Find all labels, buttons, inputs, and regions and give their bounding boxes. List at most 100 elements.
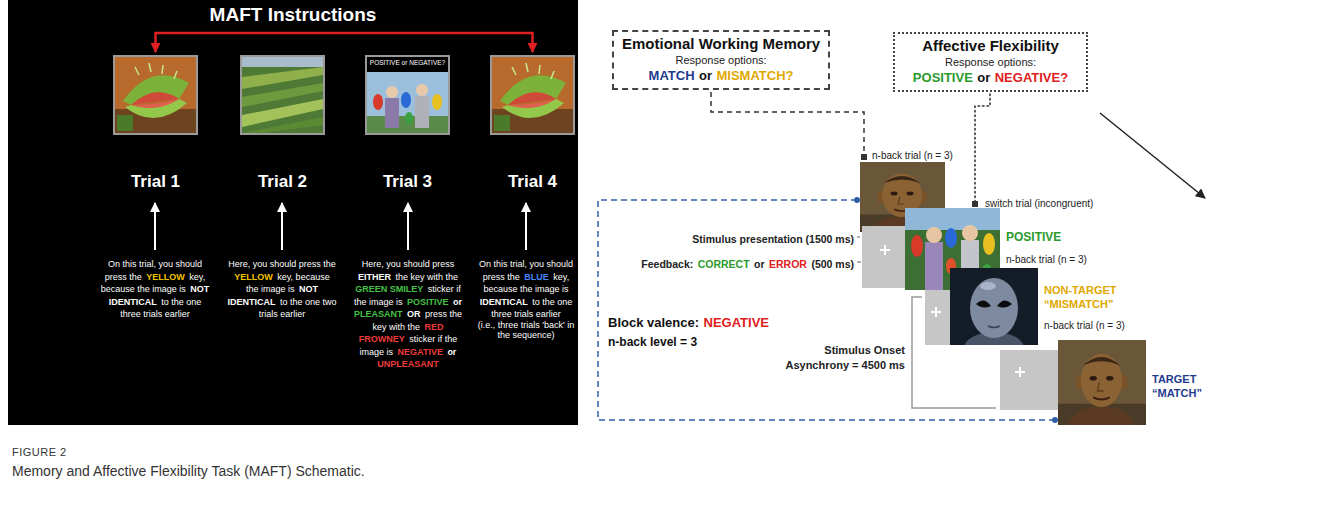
annotation: “MISMATCH”	[1044, 296, 1113, 311]
task-box: Emotional Working MemoryResponse options…	[612, 30, 830, 90]
instruction-phrase: YELLOW	[146, 272, 185, 282]
figure-caption: Memory and Affective Flexibility Task (M…	[12, 463, 365, 479]
annotation-text: NON-TARGET	[1044, 284, 1117, 296]
annotation: Stimulus presentation (1500 ms)	[692, 231, 854, 246]
pointer-arrows	[155, 203, 526, 250]
response-connector: or	[977, 70, 990, 85]
annotation-text: NEGATIVE	[704, 315, 770, 330]
fixation-cross	[1015, 367, 1025, 377]
annotation: “MATCH”	[1152, 385, 1202, 400]
stimulus-image	[115, 57, 196, 133]
instruction-text: Here, you should press EITHER the key wi…	[352, 257, 464, 370]
annotation: Asynchrony = 4500 ms	[785, 357, 905, 372]
response-connector: or	[699, 68, 712, 83]
annotation: Block valence: NEGATIVE	[608, 315, 769, 329]
trial-heading: Trial 2	[222, 172, 343, 192]
instruction-phrase: the key with the	[395, 272, 458, 282]
stimulus-image	[950, 268, 1038, 364]
annotation: NON-TARGET	[1044, 282, 1117, 297]
annotation-text: Stimulus Onset	[824, 344, 905, 356]
task-box: Affective FlexibilityResponse options:PO…	[893, 32, 1088, 92]
instruction-phrase: Here, you should press	[362, 259, 455, 269]
annotation: FIGURE 2	[12, 444, 67, 459]
instruction-text: Here, you should press the YELLOW key, b…	[227, 257, 337, 320]
response-option: MATCH	[649, 68, 695, 83]
instruction-phrase: GREEN SMILEY	[355, 284, 423, 294]
leader-line	[975, 94, 990, 201]
annotation: n-back trial (n = 3)	[1006, 251, 1087, 266]
sequence-bracket	[156, 33, 533, 52]
instruction-phrase: EITHER	[358, 272, 391, 282]
box-subheading: Response options:	[903, 55, 1078, 69]
annotation: n-back trial (n = 3)	[1044, 317, 1125, 332]
response-option: POSITIVE	[913, 70, 973, 85]
annotation: switch trial (incongruent)	[985, 195, 1093, 210]
instruction-text: On this trial, you should press the BLUE…	[476, 257, 576, 341]
loop-dot	[1052, 417, 1058, 423]
prompt-text: POSITIVE or NEGATIVE?	[367, 59, 448, 67]
annotation-text: POSITIVE	[1006, 230, 1061, 244]
annotation-text: Stimulus presentation (1500 ms)	[692, 233, 854, 245]
annotation: POSITIVE	[1006, 229, 1061, 244]
annotation-text: Asynchrony = 4500 ms	[785, 359, 905, 371]
instruction-panel: MAFT InstructionsTrial 1 Trial 2 POSITIVE …	[8, 0, 578, 425]
annotation: Stimulus Onset	[824, 342, 905, 357]
trial-frame: Trial 4	[490, 55, 575, 135]
nback-loop	[598, 200, 1055, 420]
annotation-text: n-back level = 3	[608, 335, 697, 349]
fixation-cross	[931, 307, 941, 317]
trial-frame: Trial 2	[240, 55, 325, 135]
annotation-text: FIGURE 2	[12, 446, 67, 458]
box-heading: Affective Flexibility	[903, 37, 1078, 55]
annotation: Feedback: CORRECT or ERROR (500 ms)	[641, 256, 854, 271]
response-line: POSITIVE or NEGATIVE?	[903, 69, 1078, 86]
trial-frame: POSITIVE or NEGATIVE?Trial 3	[365, 55, 450, 135]
leader-end	[972, 201, 978, 207]
instruction-phrase: IDENTICAL	[480, 297, 528, 307]
trial-heading: Trial 4	[472, 172, 593, 192]
annotation-text: n-back trial (n = 3)	[1044, 320, 1125, 331]
response-option: NEGATIVE?	[995, 70, 1068, 85]
caption-block: Memory and Affective Flexibility Task (M…	[12, 462, 365, 480]
instruction-phrase: Here, you should press the	[228, 259, 336, 269]
annotation-text: n-back trial (n = 3)	[872, 150, 953, 161]
stimulus-image	[367, 72, 448, 133]
annotation: TARGET	[1152, 371, 1196, 386]
fixation-cross	[880, 245, 890, 255]
instruction-phrase: UNPLEASANT	[377, 359, 439, 369]
annotation: n-back level = 3	[608, 334, 697, 349]
time-arrow	[1100, 113, 1205, 198]
instruction-phrase: YELLOW	[234, 272, 273, 282]
instruction-text: On this trial, you should press the YELL…	[100, 257, 210, 320]
annotation-text: Feedback:	[641, 258, 693, 270]
instruction-phrase: (i.e., three trials 'back' in the sequen…	[476, 320, 576, 341]
annotation-text: CORRECT	[698, 258, 750, 270]
trial-frame: Trial 1	[113, 55, 198, 135]
stimulus-image	[492, 57, 573, 133]
panel-title: MAFT Instructions	[8, 0, 578, 26]
instruction-phrase: or	[447, 347, 456, 357]
annotation-text: TARGET	[1152, 373, 1196, 385]
trial-heading: Trial 3	[347, 172, 468, 192]
box-subheading: Response options:	[622, 53, 820, 67]
trial-heading: Trial 1	[95, 172, 216, 192]
response-option: MISMATCH?	[716, 68, 793, 83]
annotation-text: n-back trial (n = 3)	[1006, 254, 1087, 265]
instruction-phrase: NEGATIVE	[398, 347, 443, 357]
annotation-text: “MATCH”	[1152, 387, 1202, 399]
instruction-phrase: POSITIVE	[407, 297, 449, 307]
instruction-ground	[8, 0, 578, 425]
instruction-phrase: PLEASANT	[354, 309, 403, 319]
annotation-text: “MISMATCH”	[1044, 298, 1113, 310]
leader-line	[711, 92, 864, 154]
annotation-text: switch trial (incongruent)	[985, 198, 1093, 209]
fixation-screen	[1000, 350, 1060, 410]
leader-end	[861, 154, 867, 160]
stimulus-image	[1058, 340, 1146, 448]
box-heading: Emotional Working Memory	[622, 35, 820, 53]
stimulus-image	[242, 57, 323, 133]
annotation-text: Block valence:	[608, 315, 699, 330]
annotation: n-back trial (n = 3)	[872, 147, 953, 162]
instruction-phrase: OR	[407, 309, 421, 319]
